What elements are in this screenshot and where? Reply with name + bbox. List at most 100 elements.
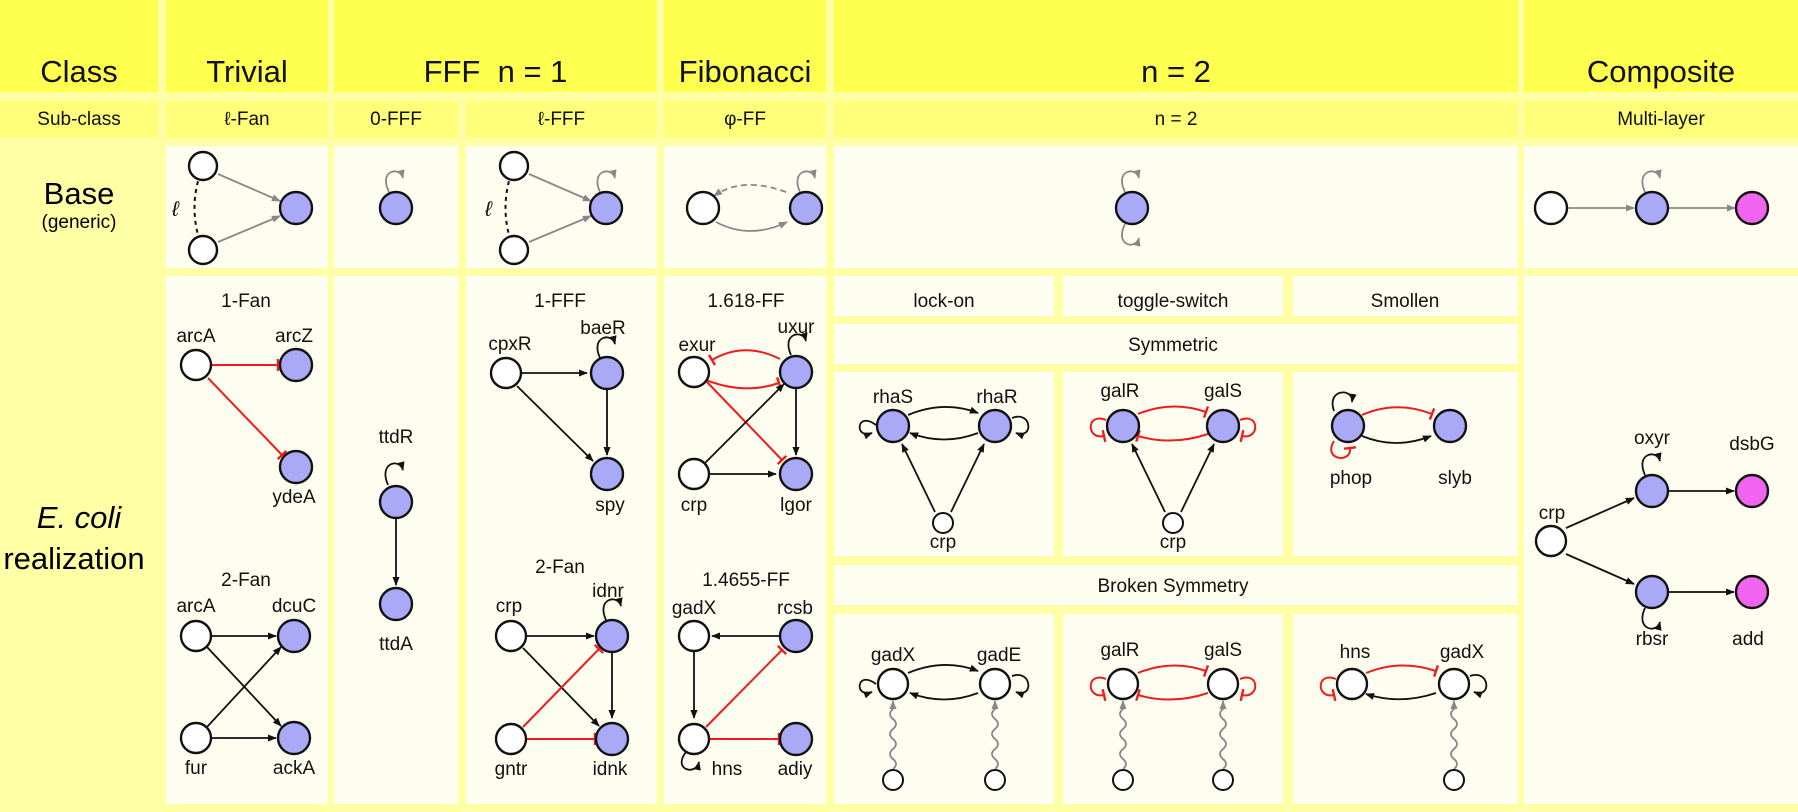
lockon-sym-label-rhaR: rhaR [976,387,1017,408]
row-base-generic: (generic) [41,212,117,233]
comp-edge-crp-rbsr [1565,553,1635,585]
comp-selfloop-rbsr [1641,607,1662,631]
fan1-label-ydeA: ydeA [272,487,316,508]
lockon-brk-selfloop-b [1011,674,1030,699]
toggle-sym-selfloop-b [1239,417,1257,443]
base-lfan: ℓ [171,150,314,266]
toggle-brk-edge-ab [1137,664,1210,678]
header-n2: n = 2 [834,0,1518,92]
lockon-brk-input-b [984,769,1006,791]
ff1618-label-crp: crp [681,495,707,516]
base-composite [1533,169,1770,226]
n2-col-title-toggle: toggle-switch [1118,291,1229,312]
n2-panel-toggle-brk [1063,614,1283,804]
toggle-sym-edge-crp-b [1180,443,1215,513]
fan2-edge-fur-dcuC [206,646,282,728]
toggle-brk-label-galR: galR [1100,640,1139,661]
ff1618-edge-exur-lgor [706,381,788,466]
fff2-label-crp: crp [496,596,522,617]
n2-symmetric-bar [834,324,1518,364]
comp-label-rbsr: rbsr [1636,629,1669,650]
n2-lockon-sym: rhaS rhaR crp [858,387,1030,553]
fff1-node-baeR [589,355,625,391]
smollen-brk-label-hns: hns [1340,642,1371,663]
n2-broken-bar [834,565,1518,605]
base-comp-selfloop [1641,169,1662,193]
fff1-label-cpxR: cpxR [488,334,531,355]
lockon-sym-edge-crp-b [950,443,985,513]
ff14655-node-adiy [778,721,814,757]
base-lfff-node-bot [498,234,530,266]
n2-panel-lockon-brk [834,614,1054,804]
subheader-n2: n = 2 [834,101,1518,138]
toggle-brk-selfloop-b [1239,676,1257,702]
panel-1fan: 1-Fan arcA arcZ ydeA [176,291,316,508]
toggle-sym-label-crp: crp [1160,532,1186,553]
base-lfff-edge2 [528,215,592,243]
fff0-label-ttdR: ttdR [379,427,414,448]
fan1-label-arcA: arcA [176,326,215,347]
fan2-node-dcuC [276,618,312,654]
lockon-brk-edge-ab [907,664,979,674]
comp-label-oxyr: oxyr [1634,428,1671,449]
smollen-sym-node-slyb [1432,408,1468,444]
header-composite-label: Composite [1586,54,1736,89]
base-lfan-node-bot [187,234,219,266]
n2-panel-smollen-brk [1293,614,1518,804]
n2-toggle-brk: galR galS [1089,640,1257,791]
subheader-0fff: 0-FFF [334,101,458,138]
ff1618-label-lgor: lgor [780,495,812,516]
fan2-label-dcuC: dcuC [272,596,316,617]
ff1618-node-lgor [778,456,814,492]
fff0-node-ttdR [378,484,414,520]
subheader-subclass-label: Sub-class [37,108,121,130]
base-phiff-node-target [788,190,824,226]
lockon-sym-node-crp [932,512,954,534]
panel-2fan: 2-Fan arcA dcuC fur ackA [176,570,316,779]
base-phiff-edge [715,221,788,232]
subheader-phiff: φ-FF [664,101,826,138]
base-phiff-selfloop [796,169,817,193]
lockon-sym-edge-ba [909,432,979,441]
toggle-sym-node-galS [1205,408,1241,444]
subheader-phiff-label: φ-FF [724,108,766,130]
row-label-base: Base (generic) [0,146,158,268]
base-lfff-ell: ℓ [484,198,493,221]
fff1-node-cpxR [489,356,523,390]
fff0-node-ttdA [378,586,414,622]
base-lfan-node-target [278,190,314,226]
toggle-brk-node-galS [1206,667,1240,701]
n2-symmetric-label: Symmetric [1128,335,1218,356]
panel-2fan-fff: 2-Fan crp idnr gntr idnk [495,557,630,780]
toggle-sym-edge-ba [1135,429,1209,443]
row-label-ecoli: E. coli realization [0,276,158,804]
subheader-lfan-label: ℓ-Fan [224,108,270,130]
toggle-brk-input-a [1112,769,1134,791]
base-phiff-node-src [685,190,721,226]
ff1618-label-exur: exur [679,335,717,356]
ff1618-selfloop [787,332,808,356]
fff2-label-idnr: idnr [592,581,624,602]
n2-smollen-sym: phop slyb [1330,391,1472,489]
ff14655-label-adiy: adiy [778,759,813,780]
base-lfan-ell: ℓ [171,198,180,221]
base-0fff-node [378,190,414,226]
toggle-brk-label-galS: galS [1204,640,1242,661]
fff1-label-spy: spy [595,495,625,516]
toggle-sym-selfloop-a [1089,417,1107,443]
subheader-n2-label: n = 2 [1154,108,1198,130]
n2-lockon-brk: gadX gadE [858,645,1030,791]
comp-selfloop-oxyr [1641,452,1662,476]
fan2-node-ackA [276,720,312,756]
n2-panel-smollen-sym [1293,372,1518,556]
base-n2 [1114,169,1150,247]
lockon-brk-label-gadX: gadX [871,645,916,666]
smollen-brk-node-hns [1335,667,1369,701]
subheader-lfff-label: ℓ-FFF [537,108,586,130]
header-trivial: Trivial [166,0,328,92]
smollen-sym-label-slyb: slyb [1438,468,1472,489]
fan2-node-fur [179,721,213,755]
lockon-sym-selfloop-b [1011,415,1030,440]
base-phiff-dash-edge [713,183,787,197]
fff2-edge-gntr-idnr [522,643,605,728]
